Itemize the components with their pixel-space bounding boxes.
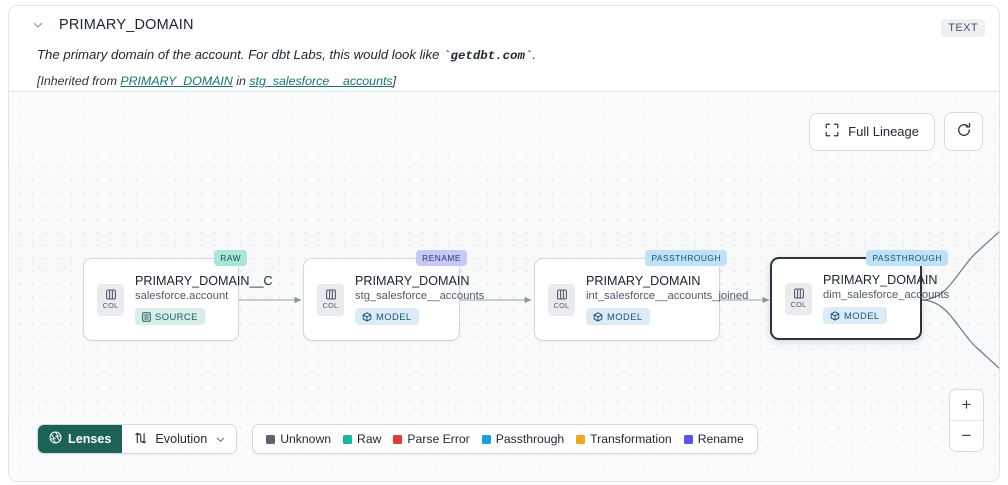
legend-label: Passthrough xyxy=(495,432,565,446)
node-tag-raw: RAW xyxy=(214,250,247,266)
page-title: PRIMARY_DOMAIN xyxy=(59,17,194,33)
node-tag-rename: RENAME xyxy=(416,250,467,266)
legend-item: Raw xyxy=(343,432,381,446)
node-body: PRIMARY_DOMAIN stg_salesforce__accounts … xyxy=(355,274,484,325)
edge-4-upper xyxy=(920,231,999,301)
node-kind-label: SOURCE xyxy=(155,311,198,322)
node-subtitle: stg_salesforce__accounts xyxy=(355,290,485,302)
lenses-group: Lenses Evolution xyxy=(37,424,238,454)
lenses-button[interactable]: Lenses xyxy=(38,425,123,453)
inherited-middle: in xyxy=(232,74,250,88)
lineage-edges xyxy=(238,231,999,369)
database-icon xyxy=(142,311,151,322)
legend-swatch-unknown xyxy=(266,434,276,444)
evolution-button[interactable]: Evolution xyxy=(122,425,237,453)
expand-icon xyxy=(825,123,839,140)
legend-swatch-rename xyxy=(683,434,693,444)
inherited-model-link[interactable]: stg_salesforce__accounts xyxy=(249,74,393,88)
edge-4-lower xyxy=(920,299,999,369)
node-tag-passthrough: PASSTHROUGH xyxy=(645,250,727,266)
refresh-icon xyxy=(956,122,972,141)
col-badge-label: COL xyxy=(322,301,339,311)
description-code: `getdbt.com` xyxy=(443,49,533,63)
legend-swatch-raw xyxy=(343,434,353,444)
legend-item: Parse Error xyxy=(393,432,470,446)
col-badge-label: COL xyxy=(790,300,807,310)
lineage-node-stg-salesforce-accounts[interactable]: RENAME COL PRIMARY_DOMAIN stg_salesforce… xyxy=(303,250,484,341)
node-body: PRIMARY_DOMAIN dim_salesforce_accounts M… xyxy=(823,273,949,324)
description-suffix: . xyxy=(532,47,536,62)
legend-label: Raw xyxy=(357,432,382,446)
legend-swatch-passthrough xyxy=(481,434,491,444)
evolution-arrows-icon xyxy=(133,431,147,448)
node-kind-label: MODEL xyxy=(844,310,880,321)
full-lineage-label: Full Lineage xyxy=(848,124,919,139)
lineage-node-int-salesforce-accounts-joined[interactable]: PASSTHROUGH COL PRIMARY_DOMAIN int_sales… xyxy=(534,250,748,341)
chevron-down-icon[interactable] xyxy=(31,18,45,32)
refresh-button[interactable] xyxy=(944,112,983,151)
legend-item: Rename xyxy=(683,432,744,446)
legend-swatch-transformation xyxy=(576,434,586,444)
node-kind-label: MODEL xyxy=(376,311,412,322)
canvas-top-controls: Full Lineage xyxy=(809,112,983,151)
node-kind-pill: SOURCE xyxy=(135,308,205,325)
lineage-canvas[interactable]: RAW COL PRIMARY_DOMAIN__C salesforce.acc… xyxy=(9,91,999,481)
node-kind-pill: MODEL xyxy=(355,308,419,325)
zoom-in-button[interactable]: + xyxy=(961,395,972,414)
description-text: The primary domain of the account. For d… xyxy=(37,47,444,62)
legend-item: Transformation xyxy=(576,432,672,446)
legend-label: Parse Error xyxy=(407,432,470,446)
inherited-from-note: [Inherited from PRIMARY_DOMAIN in stg_sa… xyxy=(37,74,396,88)
node-body: PRIMARY_DOMAIN__C salesforce.account SOU… xyxy=(135,274,273,325)
legend-label: Transformation xyxy=(590,432,672,446)
node-subtitle: int_salesforce__accounts_joined xyxy=(586,290,749,302)
node-subtitle: dim_salesforce_accounts xyxy=(823,289,950,301)
inherited-column-link[interactable]: PRIMARY_DOMAIN xyxy=(120,74,233,88)
legend-label: Unknown xyxy=(280,432,332,446)
node-body: PRIMARY_DOMAIN int_salesforce__accounts_… xyxy=(586,274,748,325)
legend-label: Rename xyxy=(697,432,744,446)
inherited-suffix: ] xyxy=(392,74,397,88)
lineage-node-dim-salesforce-accounts[interactable]: PASSTHROUGH COL PRIMARY_DOMAIN dim_sales… xyxy=(770,250,949,340)
node-title: PRIMARY_DOMAIN xyxy=(823,273,938,287)
columns-icon: COL xyxy=(785,282,812,315)
node-subtitle: salesforce.account xyxy=(135,290,229,302)
node-title: PRIMARY_DOMAIN xyxy=(355,274,470,288)
column-detail-card: PRIMARY_DOMAIN TEXT The primary domain o… xyxy=(8,5,1000,482)
lineage-legend: Unknown Raw Parse Error Passthrough Tran… xyxy=(252,424,758,454)
cube-icon xyxy=(830,310,840,321)
column-type-badge: TEXT xyxy=(941,19,985,37)
legend-swatch-parse-error xyxy=(393,434,403,444)
node-title: PRIMARY_DOMAIN xyxy=(586,274,701,288)
columns-icon: COL xyxy=(97,283,124,316)
card-header: PRIMARY_DOMAIN TEXT The primary domain o… xyxy=(9,6,999,91)
lineage-node-primary-domain-c[interactable]: RAW COL PRIMARY_DOMAIN__C salesforce.acc… xyxy=(83,250,273,341)
header-title-row: PRIMARY_DOMAIN xyxy=(31,17,194,33)
node-kind-pill: MODEL xyxy=(586,308,650,325)
col-badge-label: COL xyxy=(553,301,570,311)
zoom-separator xyxy=(950,420,983,421)
canvas-bottom-bar: Lenses Evolution Unknown Raw Parse Error… xyxy=(37,424,758,454)
node-tag-passthrough: PASSTHROUGH xyxy=(866,250,948,266)
node-title: PRIMARY_DOMAIN__C xyxy=(135,274,273,288)
zoom-controls: + − xyxy=(949,389,984,452)
lenses-label: Lenses xyxy=(68,432,112,446)
cube-icon xyxy=(362,311,372,322)
legend-item: Passthrough xyxy=(481,432,565,446)
inherited-prefix: [Inherited from xyxy=(37,74,121,88)
cube-icon xyxy=(593,311,603,322)
legend-item: Unknown xyxy=(266,432,331,446)
node-kind-label: MODEL xyxy=(607,311,643,322)
column-description: The primary domain of the account. For d… xyxy=(37,47,536,63)
chevron-down-icon[interactable] xyxy=(215,434,226,445)
evolution-label: Evolution xyxy=(155,432,208,446)
zoom-out-button[interactable]: − xyxy=(961,426,972,445)
columns-icon: COL xyxy=(317,283,344,316)
aperture-icon xyxy=(49,431,62,447)
col-badge-label: COL xyxy=(102,301,119,311)
node-kind-pill: MODEL xyxy=(823,307,887,324)
full-lineage-button[interactable]: Full Lineage xyxy=(809,112,935,151)
columns-icon: COL xyxy=(548,283,575,316)
